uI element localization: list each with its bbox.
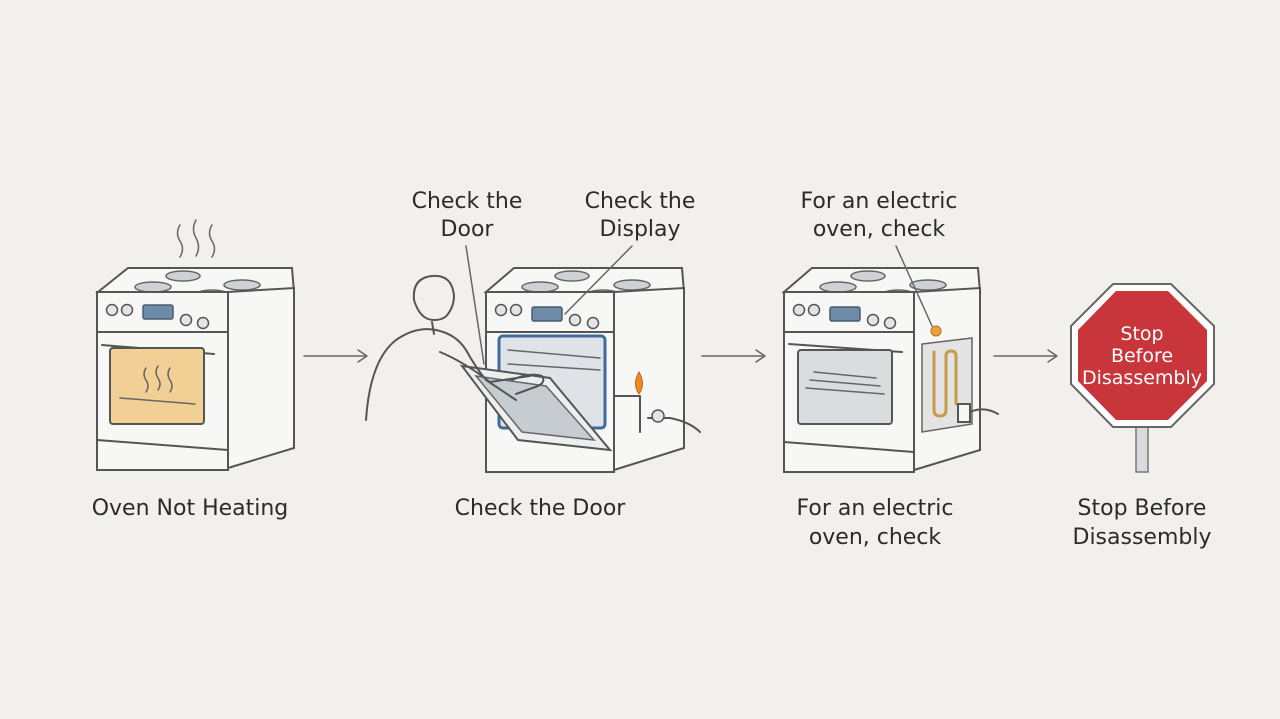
display-callout: Check the Display (578, 188, 702, 244)
door-callout-line-1: Check the (411, 189, 523, 214)
display-callout-line-1: Check the (584, 189, 696, 214)
flame-icon (635, 371, 643, 395)
stop-sign-icon: Stop Before Disassembly (1070, 283, 1215, 473)
oven-not-heating-illustration (95, 219, 296, 471)
door-callout: Check the Door (407, 188, 527, 244)
door-callout-line-2: Door (440, 217, 494, 242)
door-callout-leader (465, 245, 485, 365)
step-3-caption-line-2: oven, check (808, 525, 942, 550)
stop-sign-line-1: Stop (1120, 323, 1163, 345)
electric-callout-line-1: For an electric (800, 189, 958, 214)
step-caption-2: Check the Door (430, 494, 650, 523)
step-4-caption-line-1: Stop Before (1077, 496, 1207, 521)
flow-arrow-1 (303, 349, 368, 363)
step-3-caption-line-1: For an electric (796, 496, 954, 521)
heating-element-icon (932, 349, 958, 418)
step-caption-1: Oven Not Heating (80, 494, 300, 523)
heat-waves-icon (176, 219, 216, 258)
flow-arrow-3 (993, 349, 1058, 363)
step-caption-4: Stop Before Disassembly (1052, 494, 1232, 552)
electric-callout-line-2: oven, check (812, 217, 946, 242)
display-callout-leader (564, 245, 633, 315)
electric-callout-leader (895, 245, 933, 327)
stop-sign-line-3: Disassembly (1082, 367, 1202, 389)
stop-sign-line-2: Before (1111, 345, 1173, 367)
step-1-caption-line-1: Oven Not Heating (91, 496, 289, 521)
electric-oven-illustration (781, 267, 999, 473)
step-4-caption-line-2: Disassembly (1072, 525, 1212, 550)
person-icon (365, 274, 545, 421)
step-2-caption-line-1: Check the Door (454, 496, 626, 521)
display-callout-line-2: Display (599, 217, 681, 242)
oven-door-check-illustration (365, 267, 701, 473)
electric-callout: For an electric oven, check (794, 188, 964, 244)
step-caption-3: For an electric oven, check (780, 494, 970, 552)
indicator-light-icon (930, 325, 942, 337)
flow-arrow-2 (701, 349, 766, 363)
